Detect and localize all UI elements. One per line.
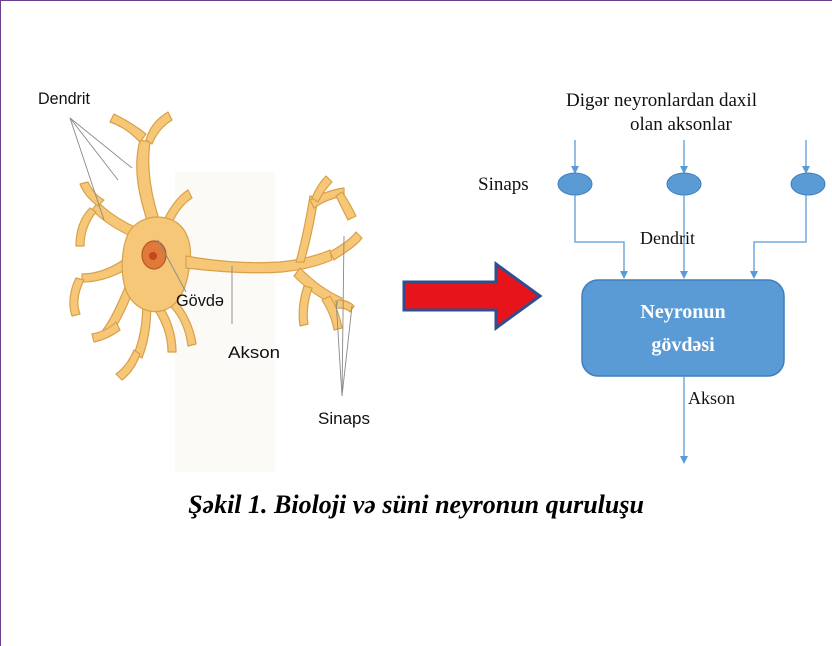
transition-arrow [404,264,540,328]
body-label-line1: Neyronun [640,301,725,323]
synapse-label: Sinaps [478,174,529,195]
nucleolus [149,252,157,260]
biological-neuron: Dendrit Gövdə Akson Sinaps [38,89,370,472]
dendrite-3 [754,195,806,275]
dendrite-label: Dendrit [640,228,695,248]
synapse-3 [791,173,825,195]
synapse-1 [558,173,592,195]
inputs-label-line2: olan aksonlar [630,114,733,135]
body-label: Gövdə [176,291,224,310]
inputs-label-line1: Digər neyronlardan daxil [566,90,757,111]
synapse-label: Sinaps [318,409,370,428]
neuron-body-box [582,280,784,376]
body-label-line2: gövdəsi [651,334,715,356]
figure-caption: Şəkil 1. Bioloji və süni neyronun qurulu… [0,490,832,520]
dendrite-label: Dendrit [38,89,90,108]
artificial-neuron: Digər neyronlardan daxil olan aksonlar S… [478,90,825,460]
axon-label: Akson [688,388,735,408]
synapse-2 [667,173,701,195]
axon-label: Akson [228,343,280,362]
dendrite-1 [575,195,624,275]
